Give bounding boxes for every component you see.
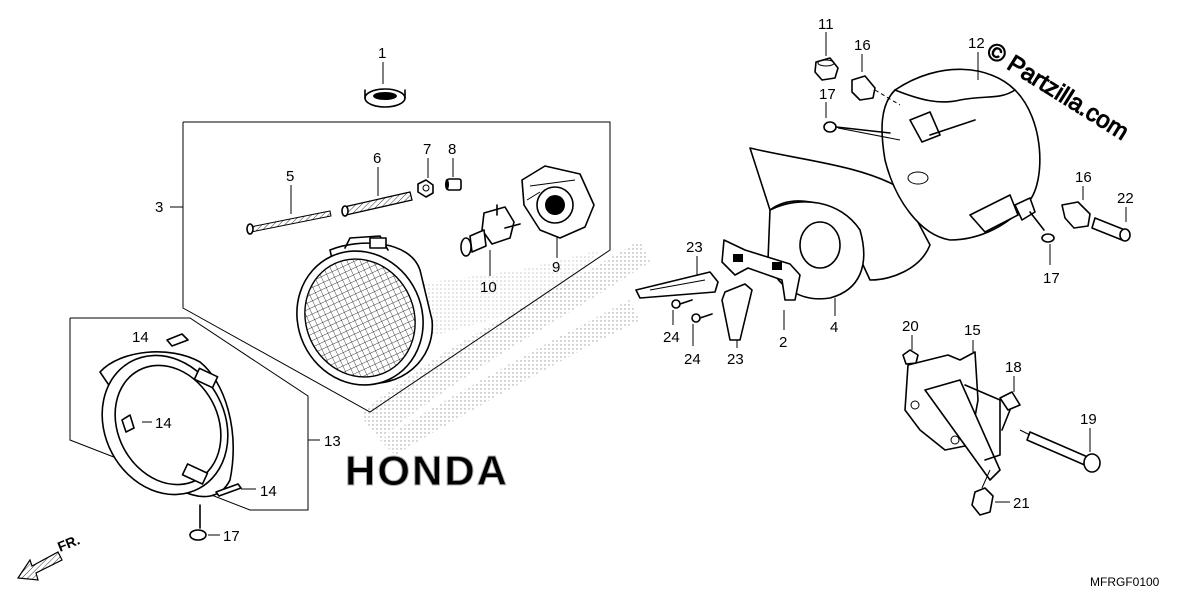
callout-9: 9: [552, 259, 560, 276]
part-14-clip-top[interactable]: [166, 333, 189, 347]
part-23-stay-left[interactable]: [635, 256, 719, 299]
rim-box: [69, 317, 320, 511]
callout-7: 7: [423, 141, 431, 158]
callout-10: 10: [480, 279, 497, 296]
callout-2: 2: [779, 334, 787, 351]
callout-11: 11: [818, 16, 834, 33]
callout-13: 13: [324, 433, 341, 450]
callout-19: 19: [1080, 411, 1097, 428]
callout-14-top: 14: [132, 329, 149, 346]
callout-17-rim: 17: [223, 528, 240, 545]
part-5-adjusting-screw[interactable]: [246, 185, 332, 235]
callout-21: 21: [1013, 495, 1030, 512]
callout-8: 8: [448, 141, 456, 158]
callout-16-top: 16: [854, 37, 871, 54]
callout-23-left: 23: [686, 239, 703, 256]
honda-wing-watermark: HONDA: [300, 240, 650, 495]
callout-1: 1: [378, 45, 386, 62]
callout-17-right: 17: [1043, 270, 1060, 287]
callout-18: 18: [1005, 359, 1022, 376]
part-16-collar-top[interactable]: [851, 54, 901, 106]
part-23-stay-right[interactable]: [721, 283, 753, 348]
part-10-bulb[interactable]: [460, 204, 521, 276]
part-17-screw-right[interactable]: [1029, 211, 1055, 265]
part-9-socket[interactable]: [521, 165, 595, 258]
callout-6: 6: [373, 150, 381, 167]
part-13-rim[interactable]: [78, 333, 252, 516]
headlight-lens[interactable]: [275, 230, 445, 406]
callout-16-right: 16: [1075, 169, 1092, 186]
part-12-headlight-case[interactable]: [881, 52, 1041, 241]
part-16-collar-right[interactable]: [1061, 186, 1091, 229]
front-arrow-icon: FR.: [16, 531, 82, 581]
part-21-nut[interactable]: [971, 487, 1010, 516]
callout-22: 22: [1117, 190, 1134, 207]
part-6-spring[interactable]: [341, 167, 413, 217]
callout-20: 20: [902, 318, 919, 335]
diagram-code: MFRGF0100: [1090, 575, 1160, 589]
callout-4: 4: [830, 319, 838, 336]
callout-24-b: 24: [684, 351, 701, 368]
part-1-grommet[interactable]: [364, 62, 406, 108]
part-20-nut[interactable]: [902, 335, 919, 365]
part-17-screw-top[interactable]: [823, 102, 891, 134]
part-7-nut[interactable]: [417, 158, 434, 198]
part-19-bolt[interactable]: [1026, 428, 1101, 473]
part-17-screw-rim[interactable]: [189, 504, 220, 541]
honda-brand-watermark: HONDA: [345, 447, 509, 494]
callout-17-top: 17: [819, 86, 836, 103]
headlight-unit-box: [170, 121, 611, 413]
callout-3: 3: [155, 199, 163, 216]
part-15-lower-bracket[interactable]: [904, 340, 1001, 481]
callout-12: 12: [968, 35, 985, 52]
callout-14-middle: 14: [155, 415, 172, 432]
callout-labels: 1 3 5 6 7 8 9 10 13 14 14 14 17 11 16 17…: [132, 16, 1134, 545]
callout-5: 5: [286, 168, 294, 185]
part-11-nut[interactable]: [814, 32, 839, 81]
callout-14-bottom: 14: [260, 483, 277, 500]
part-24-screw-b[interactable]: [691, 313, 713, 346]
front-marker-label: FR.: [55, 531, 82, 554]
part-24-screw-a[interactable]: [671, 299, 693, 325]
part-22-bolt[interactable]: [1091, 207, 1131, 242]
callout-24-a: 24: [663, 329, 680, 346]
part-2-bracket[interactable]: [721, 239, 801, 330]
connection-lines: [837, 127, 1031, 489]
callout-15: 15: [964, 322, 981, 339]
callout-23-right: 23: [727, 351, 744, 368]
part-18-bolt[interactable]: [999, 376, 1021, 431]
part-14-clip-bottom[interactable]: [215, 483, 256, 497]
part-8-collar[interactable]: [445, 158, 462, 191]
